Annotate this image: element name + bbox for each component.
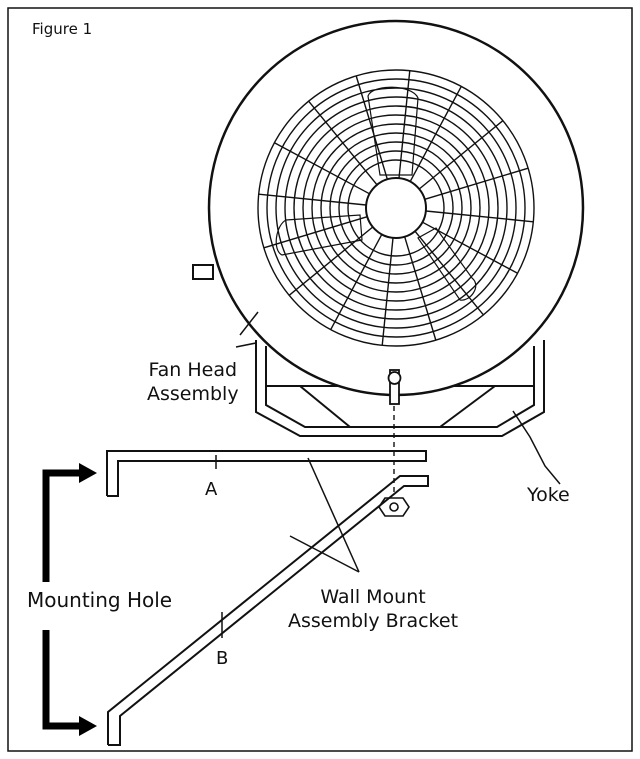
- figure-title: Figure 1: [32, 20, 93, 38]
- guard-spoke: [418, 120, 504, 190]
- guard-spoke: [288, 226, 374, 296]
- fan-head-label-line2: Assembly: [147, 383, 239, 405]
- guard-spoke: [424, 167, 529, 201]
- guard-spoke: [403, 236, 437, 341]
- hex-nut: [378, 497, 410, 517]
- guard-spoke: [381, 237, 394, 346]
- mounting-hole-label: Mounting Hole: [27, 588, 173, 612]
- fan-head-label-line1: Fan Head: [148, 359, 238, 381]
- bracket-b: [107, 475, 429, 746]
- guard-ring: [257, 69, 535, 347]
- arrow-head-lower: [79, 716, 97, 736]
- guard-spoke: [330, 234, 383, 330]
- arrow-head-upper: [79, 463, 97, 483]
- guard-spoke: [263, 215, 368, 249]
- guard-spoke: [258, 193, 367, 206]
- guard-spoke: [308, 100, 378, 186]
- fan-blades: [275, 86, 477, 301]
- guard-ring: [284, 96, 508, 320]
- guard-ring: [347, 159, 445, 257]
- guard-spoke: [414, 230, 484, 316]
- bracket-label-line1: Wall Mount: [320, 586, 426, 608]
- mounting-hole-arrows: [42, 469, 82, 730]
- bracket-a: [106, 450, 427, 497]
- bracket-label-line2: Assembly Bracket: [288, 610, 459, 632]
- guard-spoke: [409, 86, 462, 182]
- guard-ring: [338, 150, 454, 266]
- fan-hub: [365, 177, 427, 239]
- leader-lines: [215, 311, 561, 638]
- figure-border: [7, 7, 633, 752]
- guard-spoke: [355, 75, 389, 180]
- guard-spoke: [425, 210, 534, 223]
- guard-ring: [320, 132, 472, 284]
- yoke-knob: [387, 369, 402, 405]
- part-a-label: A: [205, 479, 218, 500]
- part-b-label: B: [216, 648, 229, 669]
- guard-ring: [266, 78, 526, 338]
- guard-spoke: [398, 70, 411, 179]
- guard-spoke: [274, 142, 370, 195]
- wall-mount-bracket-label: Wall Mount Assembly Bracket: [288, 585, 458, 633]
- guard-ring: [302, 114, 490, 302]
- guard-ring: [329, 141, 463, 275]
- fan-head-assembly-label: Fan Head Assembly: [147, 358, 239, 406]
- fan-side-knob: [192, 264, 214, 280]
- guard-ring: [293, 105, 499, 311]
- fan-guard-spokes: [258, 70, 534, 346]
- yoke-label: Yoke: [527, 484, 570, 506]
- guard-ring: [311, 123, 481, 293]
